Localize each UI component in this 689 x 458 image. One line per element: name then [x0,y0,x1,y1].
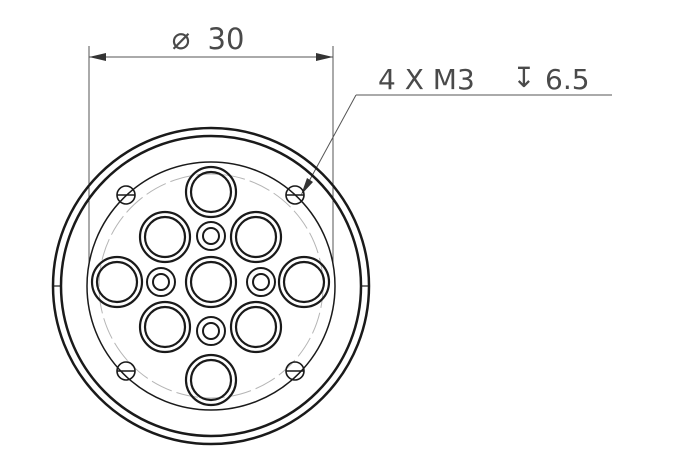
port-bottom [184,353,238,407]
screw-top-right [285,185,305,205]
screw-top-left [116,185,136,205]
screw-bottom-left [116,361,136,381]
diameter-symbol: ⌀ [172,21,191,57]
screw-bottom-right [285,361,305,381]
port-lower-left [138,300,192,354]
callout-depth: 6.5 [545,63,590,96]
port-center [184,255,238,309]
port-upper-left [138,210,192,264]
small-port-right [246,267,276,297]
small-port-top [196,221,226,251]
leader-arrow [301,178,313,195]
outer-rim-outer [51,126,371,446]
small-port-bottom [196,316,226,346]
diameter-dimension: ⌀ 30 [88,21,334,262]
port-upper-right [229,210,283,264]
leader-line [306,94,357,186]
small-port-left [146,267,176,297]
diameter-value: 30 [208,22,245,56]
small-ports [146,221,276,346]
depth-symbol: ↧ [512,61,535,94]
dimension-arrow-right [316,53,333,61]
port-right [277,255,331,309]
inner-face [86,161,336,411]
callout-count: 4 X M3 [378,63,475,96]
port-lower-right [229,300,283,354]
mounting-screws [116,185,305,381]
large-ports [90,165,331,407]
outer-rim-inner [59,134,363,438]
port-left [90,255,144,309]
dimension-arrow-left [89,53,106,61]
port-top [184,165,238,219]
part-body [51,126,371,446]
hole-callout: 4 X M3 ↧ 6.5 [301,61,612,195]
